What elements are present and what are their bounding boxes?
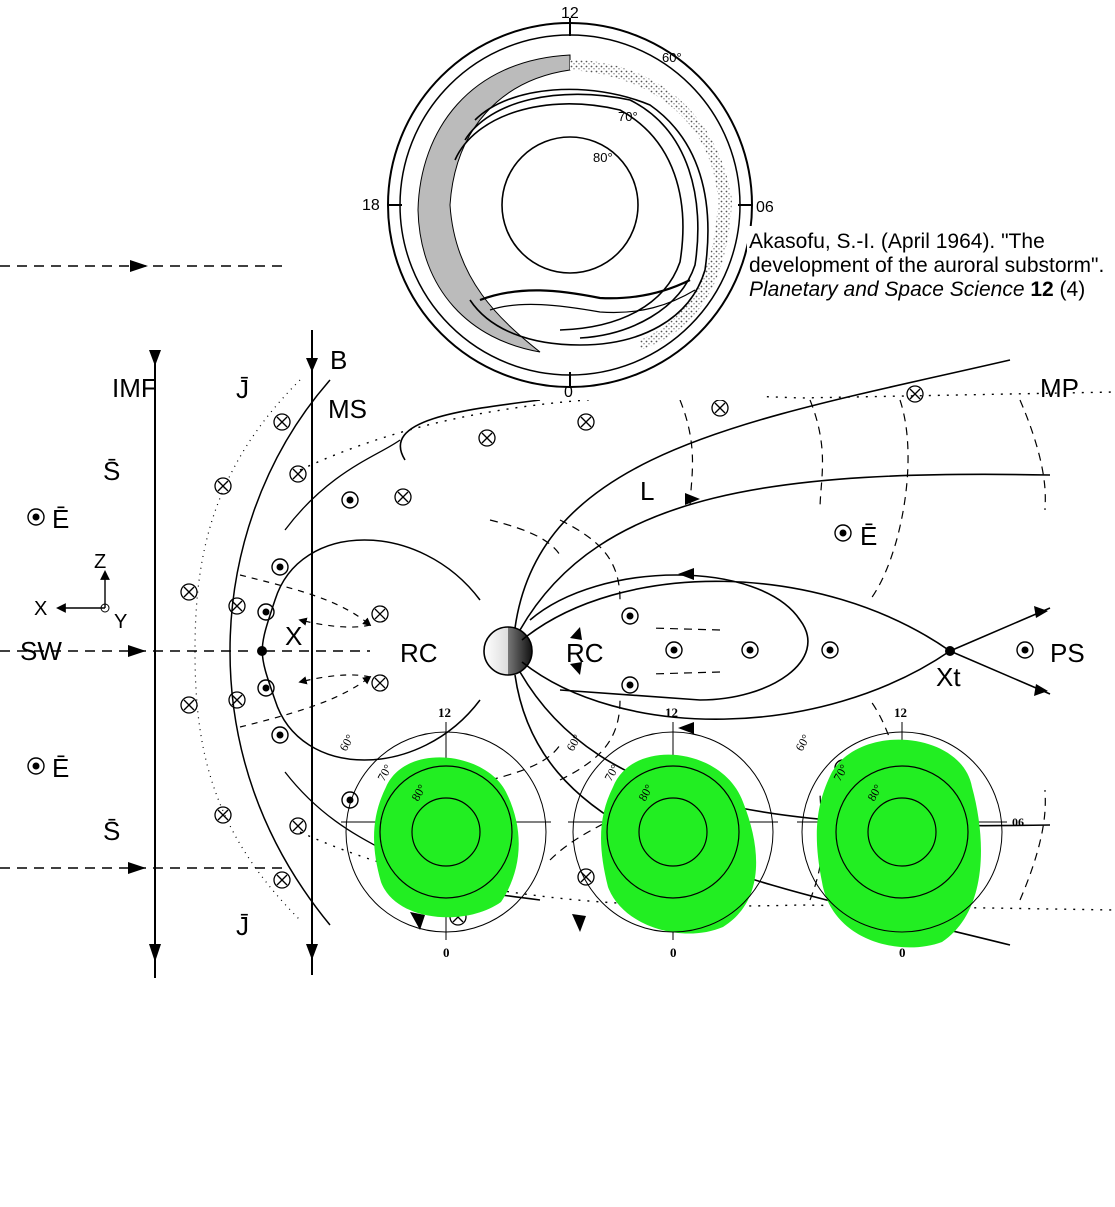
panel-hour-0: 0: [670, 945, 677, 960]
current-into-page-marker: [577, 868, 595, 886]
panel-hour-12: 12: [894, 705, 907, 720]
coordinate-axes: Z X Y: [34, 551, 127, 633]
sw-label: SW: [20, 636, 62, 666]
mp-label: MP: [1040, 373, 1079, 403]
citation: Akasofu, S.-I. (April 1964). "The develo…: [747, 226, 1115, 304]
e-field-markers: [27, 491, 1034, 809]
s-label-top: S̄: [103, 456, 120, 486]
dial-lat-60: 60°: [662, 50, 682, 65]
panel-hour-0: 0: [899, 945, 906, 960]
citation-journal: Planetary and Space Science: [749, 278, 1025, 301]
x-axis-label: X: [34, 598, 47, 620]
e-label-left-top: Ē: [52, 504, 69, 534]
current-into-page-marker: [478, 429, 496, 447]
current-into-page-marker: [371, 605, 389, 623]
current-into-page-marker: [273, 413, 291, 431]
xt-label: Xt: [936, 662, 961, 692]
panel-lat-60: 60°: [563, 732, 584, 754]
current-into-page-marker: [180, 696, 198, 714]
current-into-page-marker: [906, 385, 924, 403]
current-into-page-marker: [214, 477, 232, 495]
earth: [483, 626, 533, 676]
y-axis-label: Y: [114, 611, 127, 633]
rc-label-night: RC: [566, 638, 604, 668]
panel-hour-12: 12: [438, 705, 451, 720]
panel-hour-12: 12: [665, 705, 678, 720]
j-label-bottom: J̄: [236, 911, 249, 941]
dial-lat-70: 70°: [618, 109, 638, 124]
dial-hour-0: 0: [564, 384, 573, 401]
j-label-top: J̄: [236, 374, 249, 404]
dial-hour-12: 12: [561, 5, 579, 22]
current-into-page-marker: [228, 691, 246, 709]
z-axis-label: Z: [94, 551, 106, 573]
current-into-page-marker: [180, 583, 198, 601]
rc-label-day: RC: [400, 638, 438, 668]
current-into-page-marker: [289, 817, 307, 835]
current-into-page-marker: [394, 488, 412, 506]
panel-hour-0: 0: [443, 945, 450, 960]
panel-lat-60: 60°: [792, 732, 813, 754]
l-label-top: L: [640, 476, 654, 506]
current-into-page-marker: [711, 399, 729, 417]
current-into-page-marker: [214, 806, 232, 824]
citation-volume: 12: [1030, 278, 1054, 301]
current-markers: [180, 385, 924, 926]
imf-label: IMF: [112, 373, 157, 403]
b-label: B: [330, 345, 347, 375]
akasofu-polar-dial: 12 18 06 0 60° 70° 80°: [360, 5, 774, 401]
citation-issue: (4): [1053, 278, 1086, 301]
current-into-page-marker: [577, 413, 595, 431]
dial-hour-18: 18: [362, 197, 380, 214]
panel-lat-60: 60°: [336, 732, 357, 754]
current-into-page-marker: [371, 674, 389, 692]
s-label-bottom: S̄: [103, 816, 120, 846]
e-label-tail-top: Ē: [860, 521, 877, 551]
citation-text: Akasofu, S.-I. (April 1964). "The develo…: [749, 230, 1105, 277]
current-into-page-marker: [228, 597, 246, 615]
x-line-label: X: [285, 621, 302, 651]
ps-label: PS: [1050, 638, 1085, 668]
current-into-page-marker: [273, 871, 291, 889]
dial-lat-80: 80°: [593, 150, 613, 165]
panel-hour-06: 06: [1012, 815, 1024, 829]
dial-hour-06: 06: [756, 199, 774, 216]
e-label-left-bottom: Ē: [52, 753, 69, 783]
current-into-page-marker: [289, 465, 307, 483]
